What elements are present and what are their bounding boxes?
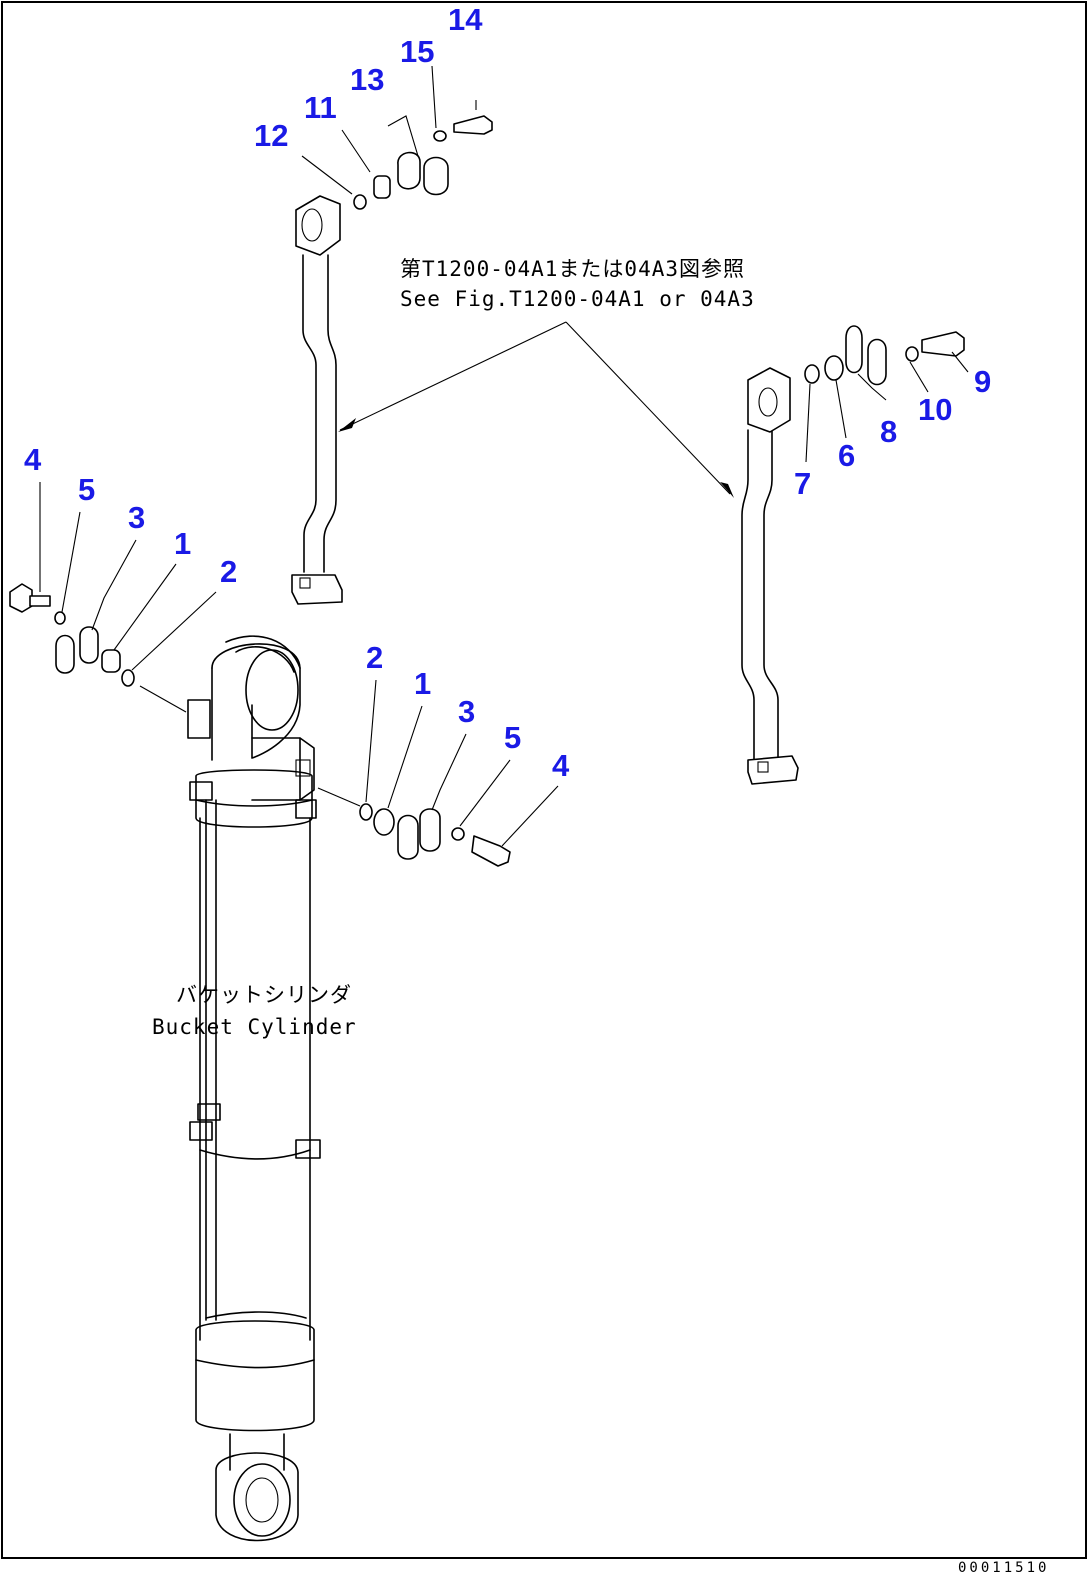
top-fitting-parts	[353, 115, 493, 210]
right-cylinder-fitting-parts	[359, 803, 511, 867]
callout-15: 15	[400, 34, 434, 69]
callout-5-right: 5	[504, 720, 521, 755]
callout-14: 14	[448, 2, 483, 37]
callout-5-left: 5	[78, 472, 95, 507]
callouts-top-hose: 14 15 13 11 12	[254, 2, 483, 153]
callout-10: 10	[918, 392, 952, 427]
callout-3-left: 3	[128, 500, 145, 535]
cylinder-label-ja: バケットシリンダ	[176, 983, 352, 1007]
callout-9: 9	[974, 364, 991, 399]
callout-13: 13	[350, 62, 384, 97]
callout-6: 6	[838, 438, 855, 473]
left-cylinder-fitting-parts	[9, 583, 135, 687]
callout-2-left: 2	[220, 554, 237, 589]
callouts-right-hose: 9 10 8 6 7	[794, 364, 991, 501]
callout-4-right: 4	[552, 748, 570, 783]
callout-7: 7	[794, 466, 811, 501]
callout-8: 8	[880, 414, 897, 449]
drawing-code: 00011510	[958, 1560, 1049, 1576]
bucket-cylinder	[187, 635, 321, 1542]
hose-right	[741, 367, 799, 785]
callout-11: 11	[304, 90, 337, 125]
callout-1-right: 1	[414, 666, 431, 701]
callouts-left-fitting: 4 5 3 1 2	[24, 442, 237, 589]
reference-note-ja: 第T1200-04A1または04A3図参照	[400, 257, 745, 281]
reference-note-en: See Fig.T1200-04A1 or 04A3	[400, 287, 755, 311]
leader-lines	[39, 65, 969, 847]
right-fitting-parts	[804, 325, 965, 386]
callout-3-right: 3	[458, 694, 475, 729]
hose-left	[291, 195, 343, 605]
callout-1-left: 1	[174, 526, 191, 561]
callout-2-right: 2	[366, 640, 383, 675]
callout-12: 12	[254, 118, 288, 153]
callouts-right-fitting: 2 1 3 5 4	[366, 640, 570, 783]
cylinder-label-en: Bucket Cylinder	[152, 1015, 357, 1039]
callout-4-left: 4	[24, 442, 42, 477]
